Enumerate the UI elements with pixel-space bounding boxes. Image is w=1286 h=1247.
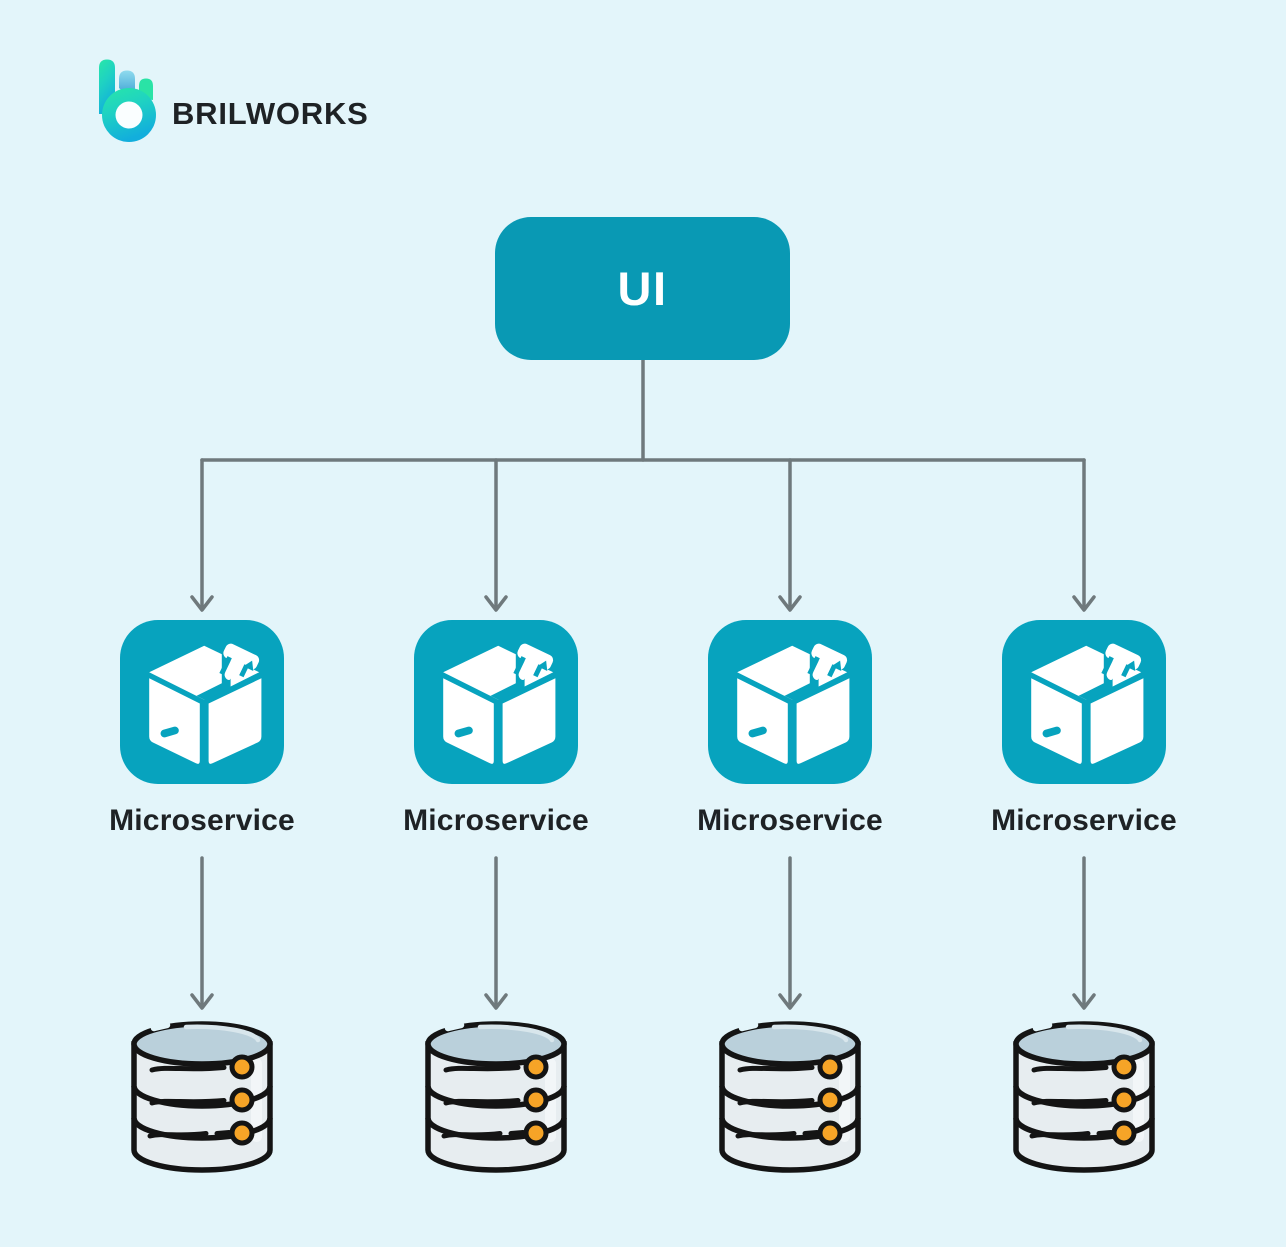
package-icon <box>721 637 859 769</box>
microservice-node-3 <box>708 620 872 784</box>
service-db-arrow-4 <box>1072 856 1096 1010</box>
branch-arrow-1 <box>190 458 214 612</box>
service-db-arrow-2 <box>484 856 508 1010</box>
ui-node-label: UI <box>617 262 668 315</box>
database-icon <box>714 1014 866 1180</box>
branch-arrow-4 <box>1072 458 1096 612</box>
service-db-arrow-3 <box>778 856 802 1010</box>
ui-node: UI <box>495 217 790 360</box>
package-icon <box>427 637 565 769</box>
branch-arrow-3 <box>778 458 802 612</box>
brilworks-logo-icon <box>99 59 156 142</box>
microservice-label-1: Microservice <box>109 804 295 837</box>
brand-name: BRILWORKS <box>172 96 369 131</box>
package-icon <box>1015 637 1153 769</box>
package-icon <box>133 637 271 769</box>
branch-arrow-2 <box>484 458 508 612</box>
microservice-node-1 <box>120 620 284 784</box>
microservice-label-3: Microservice <box>697 804 883 837</box>
microservice-label-2: Microservice <box>403 804 589 837</box>
microservice-node-2 <box>414 620 578 784</box>
database-icon <box>126 1014 278 1180</box>
microservice-label-4: Microservice <box>991 804 1177 837</box>
service-db-arrow-1 <box>190 856 214 1010</box>
database-icon <box>1008 1014 1160 1180</box>
microservice-node-4 <box>1002 620 1166 784</box>
database-icon <box>420 1014 572 1180</box>
brand: BRILWORKS <box>96 56 368 146</box>
